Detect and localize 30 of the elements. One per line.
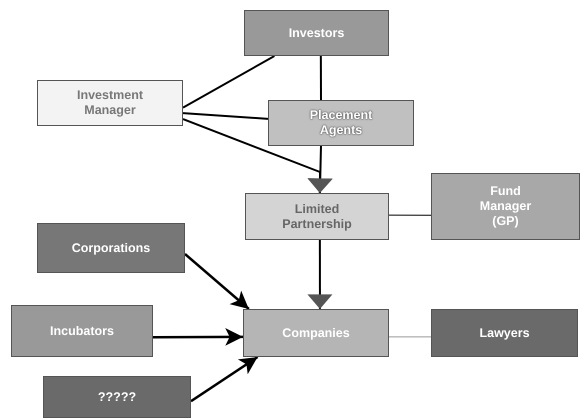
process-box — [37, 223, 185, 273]
process-box — [431, 173, 580, 240]
box-label: Investment Manager — [76, 88, 144, 118]
arrow — [307, 240, 332, 309]
connector-line — [320, 56, 322, 100]
process-box — [245, 193, 389, 240]
connector-line — [388, 336, 432, 338]
box-label: Lawyers — [479, 326, 530, 340]
process-box — [431, 309, 578, 357]
box-label: Companies — [282, 326, 350, 340]
connector-line — [182, 112, 268, 120]
box-label: Placement Agents — [308, 108, 374, 138]
process-box — [244, 10, 389, 56]
arrow — [153, 328, 243, 346]
box-label: Investors — [288, 26, 344, 40]
box-label: Fund Manager (GP) — [478, 184, 532, 229]
process-box — [268, 100, 414, 146]
box-label: Corporations — [72, 240, 150, 256]
connector-line — [388, 214, 432, 216]
arrow — [184, 253, 250, 310]
arrow — [308, 146, 333, 194]
process-box — [11, 305, 153, 357]
box-label: Limited Partnership — [281, 202, 353, 232]
process-box — [37, 80, 183, 126]
process-box — [243, 309, 389, 357]
process-box — [43, 376, 191, 418]
connector-line — [182, 55, 275, 108]
box-label: Incubators — [50, 324, 114, 338]
box-label: ????? — [98, 390, 136, 404]
arrow — [190, 356, 258, 402]
